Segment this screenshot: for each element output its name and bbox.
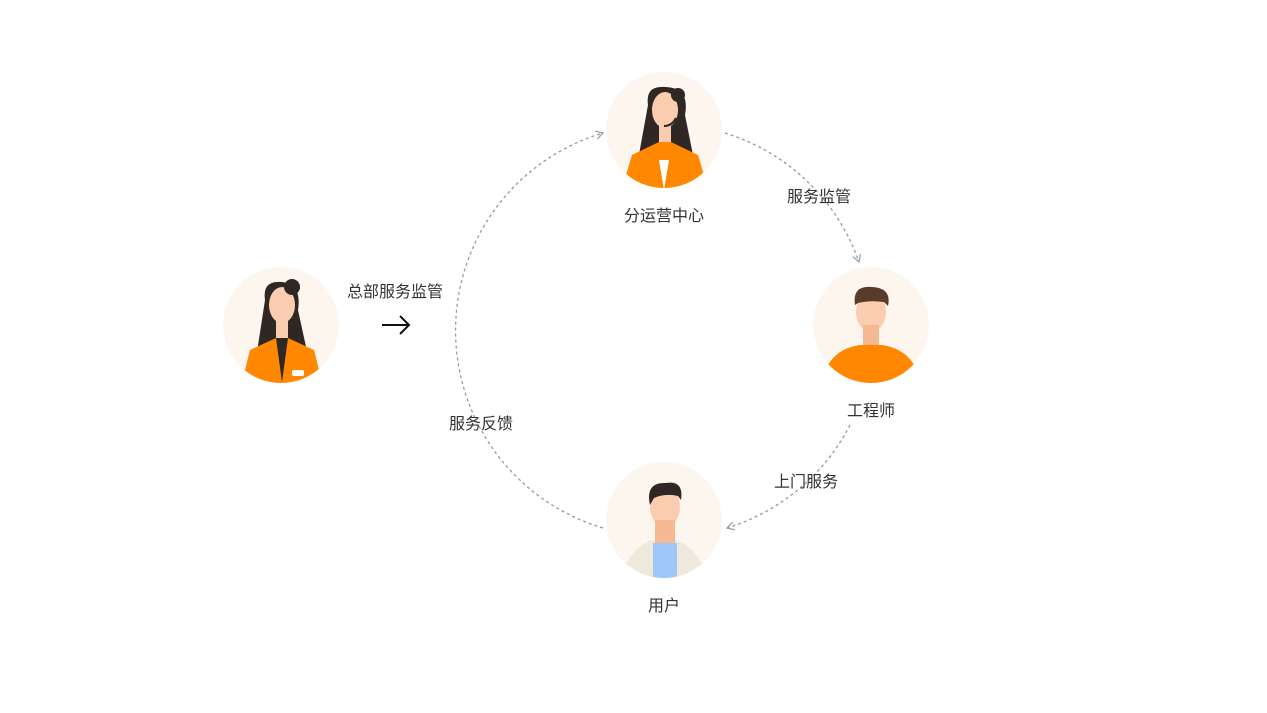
center-avatar [606,72,722,188]
arrow-right-icon [382,315,411,335]
onsite-edge-label: 上门服务 [773,472,839,491]
feedback-arc [454,130,605,529]
engineer-avatar [813,267,929,383]
center-label: 分运营中心 [623,206,705,225]
onsite-arc [725,424,851,531]
feedback-edge-label: 服务反馈 [448,414,514,433]
hq-supervision-label: 总部服务监管 [346,282,444,301]
supervise-arc [724,132,862,264]
hq-avatar [223,267,339,383]
user-avatar [606,462,722,578]
supervise-edge-label: 服务监管 [786,187,852,206]
engineer-label: 工程师 [846,401,896,420]
user-label: 用户 [647,596,681,615]
